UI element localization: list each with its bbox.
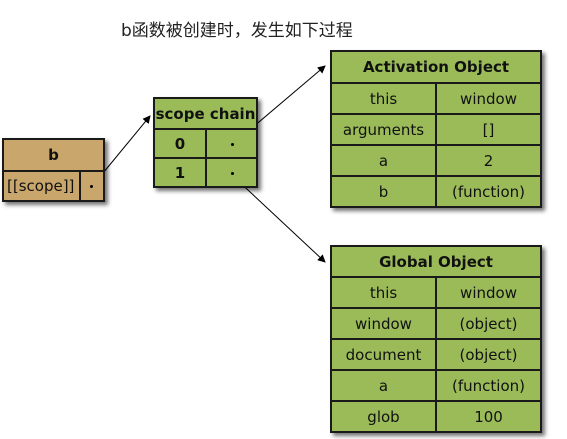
activation-object-header: Activation Object [329,50,543,84]
global-row-value: 100 [434,400,543,433]
activation-row-key: this [330,82,437,115]
scope-chain-pointer-cell [205,128,258,159]
global-row-value: (object) [434,307,543,340]
global-row-key: document [330,338,437,371]
global-row-key: window [330,307,437,340]
scope-chain-pointer-dot [231,171,234,175]
activation-row-key: arguments [330,113,437,146]
activation-row-value: [] [434,113,543,146]
scope-chain-index: 0 [153,128,207,159]
scope-chain-header: scope chain [153,97,258,130]
diagram-title: b函数被创建时，发生如下过程 [121,21,353,41]
global-row-key: glob [330,400,437,433]
activation-object-box: Activation Object this window arguments … [329,50,543,208]
activation-row-value: (function) [434,175,543,208]
global-row-key: a [330,369,437,402]
scope-chain-box: scope chain 0 1 [153,97,258,188]
function-b-header: b [2,138,105,172]
global-row-value: window [434,276,543,309]
function-b-box: b [[scope]] [2,138,105,202]
scope-chain-pointer-cell [205,157,258,188]
global-object-box: Global Object this window window (object… [329,245,543,433]
scope-pointer-dot [90,185,93,188]
activation-row-key: b [330,175,437,208]
global-row-value: (function) [434,369,543,402]
scope-chain-index: 1 [153,157,207,188]
activation-row-key: a [330,144,437,177]
global-object-header: Global Object [329,245,543,278]
global-row-value: (object) [434,338,543,371]
global-row-key: this [330,276,437,309]
scope-chain-pointer-dot [231,142,234,146]
activation-row-value: window [434,82,543,115]
scope-pointer-cell [79,170,105,202]
arrow-scope-chain-1-to-global-object [232,175,326,263]
activation-row-value: 2 [434,144,543,177]
scope-property-label: [[scope]] [2,170,81,202]
